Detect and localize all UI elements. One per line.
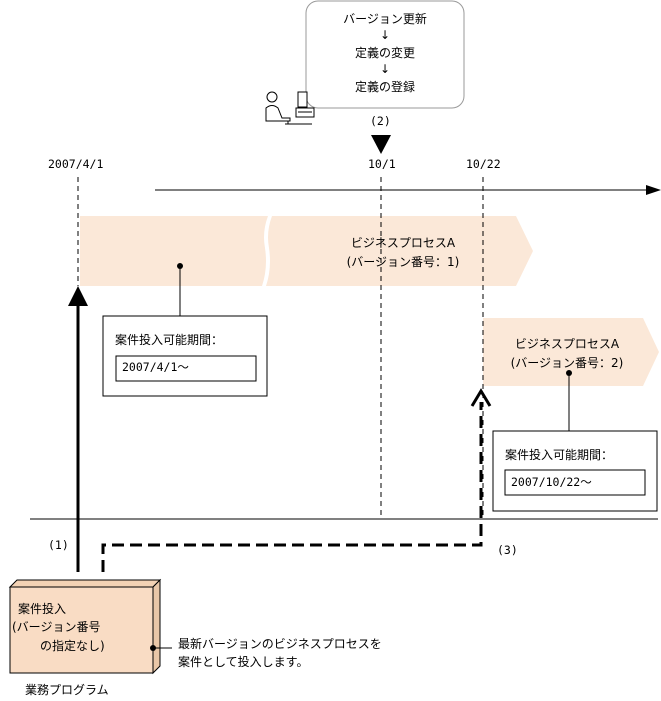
callout-line2: 定義の変更 — [354, 46, 415, 60]
period-v2-value: 2007/10/22～ — [511, 475, 592, 489]
version-update-callout — [305, 0, 465, 109]
program-box-front — [9, 586, 154, 674]
program-box-top — [8, 579, 162, 588]
process-v2-version: (バージョン番号：2) — [510, 356, 624, 370]
period-v2-value-box — [504, 469, 646, 496]
callout-arrow2: ↓ — [379, 62, 391, 76]
program-box-line1: 案件投入 — [18, 602, 67, 616]
note-line2: 案件として投入します。 — [178, 655, 309, 669]
program-label: 業務プログラム — [25, 683, 109, 697]
program-box-side — [152, 578, 161, 675]
step3-arrowhead — [470, 388, 492, 407]
process-v1-version: (バージョン番号：1) — [346, 255, 460, 269]
callout-arrow1: ↓ — [379, 28, 391, 42]
process-v1-band-right — [266, 216, 533, 286]
program-box-line3: の指定なし) — [40, 639, 105, 653]
program-box-line2: (バージョン番号 — [12, 620, 101, 634]
date-2007-4-1: 2007/4/1 — [48, 157, 104, 171]
process-v1-band-left — [80, 216, 268, 286]
period-v2-title: 案件投入可能期間： — [505, 448, 614, 462]
period-v1-value-box — [115, 355, 257, 382]
process-v1-name: ビジネスプロセスA — [350, 236, 456, 250]
note-line1: 最新バージョンのビジネスプロセスを — [178, 637, 382, 651]
timeline-arrowhead — [646, 185, 661, 195]
step1-arrowhead — [68, 286, 88, 306]
process-v2-name: ビジネスプロセスA — [514, 337, 620, 351]
process-v2-band — [483, 318, 659, 386]
step2-label: (2) — [370, 114, 391, 128]
period-v1-value: 2007/4/1～ — [122, 360, 189, 374]
callout-line1: バージョン更新 — [343, 12, 427, 26]
date-10-1: 10/1 — [368, 157, 396, 171]
callout-line3: 定義の登録 — [354, 80, 415, 94]
step3-arrow — [101, 402, 483, 572]
step3-label: (3) — [497, 543, 518, 557]
period-v1-title: 案件投入可能期間： — [115, 333, 224, 347]
person-at-computer-icon — [265, 91, 315, 125]
step2-marker-triangle — [371, 135, 391, 154]
step1-label: (1) — [48, 538, 69, 552]
date-10-22: 10/22 — [466, 157, 501, 171]
